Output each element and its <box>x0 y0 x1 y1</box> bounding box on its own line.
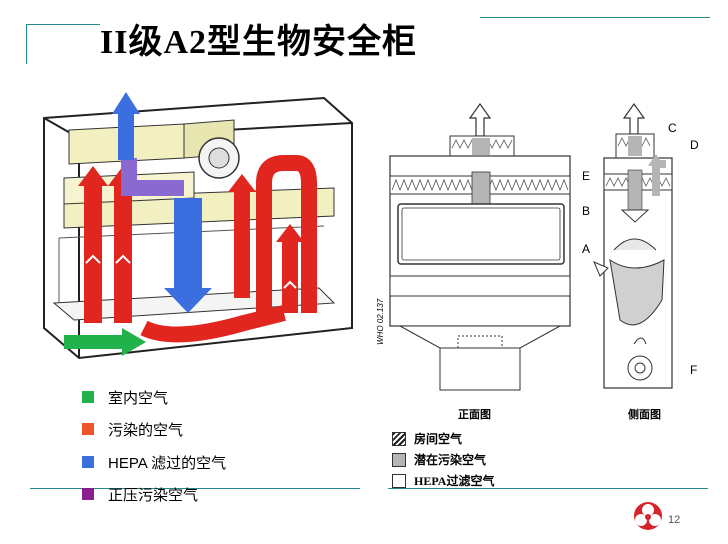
who-code: WHO 02.137 <box>376 298 385 345</box>
label-c: C <box>668 121 677 135</box>
bottom-rule-right <box>388 488 708 489</box>
hatched-swatch-icon <box>392 431 406 446</box>
key-label: 潜在污染空气 <box>414 453 487 467</box>
page-title: II级A2型生物安全柜 <box>100 24 418 61</box>
legend-item-room-air: 室内空气 <box>82 386 168 408</box>
side-view-diagram <box>593 102 673 389</box>
key-item-hepa-filtered: HEPA过滤空气 <box>392 472 494 489</box>
grey-swatch-icon <box>392 452 406 467</box>
key-item-room-air: 房间空气 <box>392 430 462 447</box>
front-view-label: 正面图 <box>458 409 491 421</box>
front-view-diagram <box>389 102 571 391</box>
legend-label: 室内空气 <box>108 390 169 407</box>
legend-label: HEPA 滤过的空气 <box>108 454 227 472</box>
label-a: A <box>582 242 591 256</box>
label-b: B <box>582 204 591 218</box>
legend-label: 污染的空气 <box>108 422 184 439</box>
side-view-label: 侧面图 <box>628 409 661 421</box>
green-swatch-icon <box>82 391 94 403</box>
key-label: HEPA过滤空气 <box>414 474 495 488</box>
blue-swatch-icon <box>82 456 94 468</box>
label-d: D <box>690 138 699 152</box>
purple-swatch-icon <box>82 488 94 500</box>
biohazard-logo-icon <box>634 502 662 530</box>
legend-item-positive-pressure: 正压污染空气 <box>82 483 198 505</box>
left-rule <box>26 24 27 64</box>
top-rule-left <box>26 24 100 25</box>
top-rule-right <box>480 17 710 18</box>
legend-item-contaminated-air: 污染的空气 <box>82 418 183 440</box>
white-swatch-icon <box>392 473 406 488</box>
key-label: 房间空气 <box>414 432 463 446</box>
orange-swatch-icon <box>82 423 94 435</box>
key-item-potential-contaminated: 潜在污染空气 <box>392 451 486 468</box>
label-e: E <box>582 169 591 183</box>
legend-item-hepa-air: HEPA 滤过的空气 <box>82 451 226 473</box>
bottom-rule-left <box>30 488 360 489</box>
legend-label: 正压污染空气 <box>108 487 199 504</box>
page-number: 12 <box>668 514 681 526</box>
label-f: F <box>690 363 698 377</box>
cabinet-airflow-illustration <box>43 92 353 360</box>
